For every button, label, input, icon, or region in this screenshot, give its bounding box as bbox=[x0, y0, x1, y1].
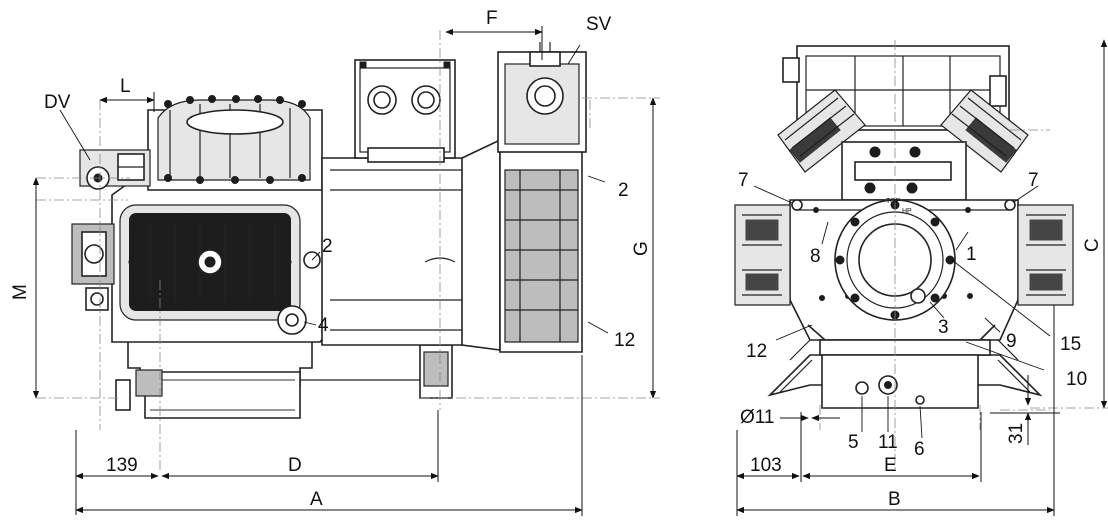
side-mount-left bbox=[135, 369, 163, 397]
label-port-8: 8 bbox=[810, 246, 821, 267]
label-port-7-right: 7 bbox=[1028, 170, 1039, 191]
label-port-12-front: 12 bbox=[746, 341, 767, 362]
label-port-2-top: 2 bbox=[618, 180, 629, 201]
side-leader-2-top bbox=[587, 175, 606, 183]
label-l: L bbox=[120, 76, 131, 97]
label-d: D bbox=[288, 455, 302, 476]
label-a: A bbox=[310, 489, 323, 510]
label-b: B bbox=[888, 489, 901, 510]
label-g: G bbox=[631, 241, 652, 256]
front-port-6 bbox=[915, 395, 925, 405]
front-terminal-nipple bbox=[989, 75, 1007, 107]
label-port-1: 1 bbox=[966, 244, 977, 265]
label-c: C bbox=[1082, 238, 1103, 252]
label-port-9: 9 bbox=[1006, 331, 1017, 352]
side-dimensions bbox=[32, 26, 660, 516]
front-port-7-right bbox=[1004, 199, 1016, 211]
label-f: F bbox=[486, 8, 498, 29]
front-valve-block bbox=[841, 141, 967, 201]
side-view: DV SV L F 2 2 4 12 139 D A M G bbox=[10, 8, 660, 516]
label-port-11: 11 bbox=[878, 432, 898, 453]
front-port-5 bbox=[855, 381, 869, 395]
front-right-flange bbox=[1017, 204, 1074, 306]
front-base bbox=[767, 324, 1043, 409]
label-port-4: 4 bbox=[318, 315, 329, 336]
label-port-7-left: 7 bbox=[738, 170, 749, 191]
side-crankcase bbox=[71, 181, 331, 343]
side-leader-4 bbox=[303, 321, 317, 326]
label-port-6: 6 bbox=[914, 439, 925, 460]
label-e: E bbox=[884, 455, 897, 476]
label-port-10: 10 bbox=[1066, 369, 1087, 390]
front-port-7-left bbox=[791, 199, 803, 211]
front-left-head bbox=[777, 89, 866, 173]
side-base bbox=[115, 339, 453, 419]
side-motor-housing bbox=[321, 59, 493, 346]
side-leader-12 bbox=[587, 321, 609, 334]
label-dim-103: 103 bbox=[750, 455, 782, 476]
plate-hp-text: HP bbox=[902, 208, 912, 215]
label-dv: DV bbox=[44, 92, 71, 113]
front-port-3-plug bbox=[910, 288, 926, 304]
side-leader-dv bbox=[59, 109, 91, 161]
front-right-head bbox=[940, 89, 1029, 173]
label-port-12-side: 12 bbox=[614, 330, 635, 351]
side-cover-bolts bbox=[128, 213, 292, 311]
side-leader-2-mid bbox=[311, 251, 321, 261]
side-cylinder-head bbox=[79, 95, 323, 191]
label-sv: SV bbox=[586, 14, 612, 35]
label-port-2-mid: 2 bbox=[322, 236, 333, 257]
side-rear-end bbox=[461, 42, 587, 353]
label-port-15: 15 bbox=[1060, 334, 1081, 355]
label-port-3: 3 bbox=[938, 317, 949, 338]
front-dimensions bbox=[736, 39, 1108, 516]
front-view: TOP HP bbox=[734, 39, 1108, 516]
side-leader-sv bbox=[567, 44, 581, 65]
label-port-5: 5 bbox=[848, 432, 859, 453]
label-dim-31: 31 bbox=[1006, 423, 1027, 444]
label-hole-dia: Ø11 bbox=[740, 407, 775, 428]
label-m: M bbox=[10, 284, 31, 300]
label-dim-139: 139 bbox=[106, 455, 138, 476]
plate-top-text: TOP bbox=[886, 198, 901, 205]
front-left-flange bbox=[734, 204, 791, 306]
